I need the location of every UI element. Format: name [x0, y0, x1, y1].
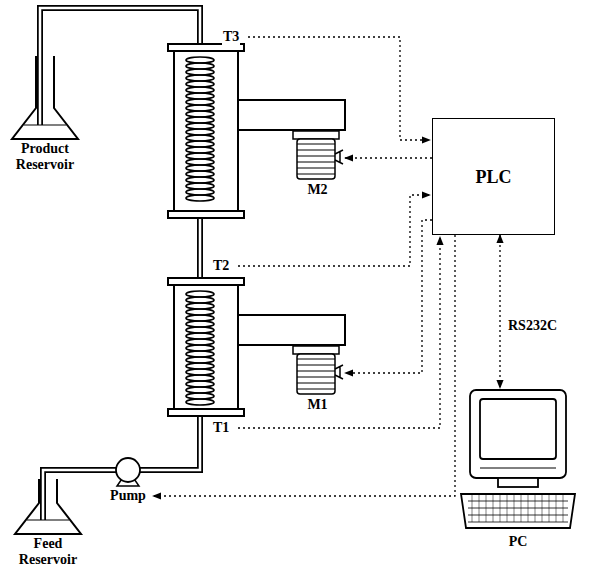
sensor-label: T3 — [222, 29, 240, 45]
reactor-frame — [168, 44, 345, 218]
feed-reservoir: Feed Reservoir — [7, 478, 89, 568]
computer — [458, 388, 578, 534]
motor-unit: M2 — [290, 130, 345, 198]
edge-label: RS232C — [507, 318, 558, 334]
computer-unit: PC — [458, 388, 578, 550]
motor — [290, 130, 345, 182]
signal-connector — [345, 220, 432, 373]
node-label: Pump — [103, 488, 153, 504]
heating-coil — [186, 57, 214, 405]
tubing — [40, 8, 200, 520]
node-label: PLC — [476, 167, 512, 187]
sensor-label: T2 — [212, 258, 230, 274]
signal-connector — [499, 235, 500, 388]
node-label: PC — [458, 534, 578, 550]
motor-unit: M1 — [290, 345, 345, 413]
sensor-label: T1 — [212, 420, 230, 436]
signal-connector — [153, 235, 455, 496]
node-label: Product Reservoir — [4, 141, 86, 173]
node-label: M2 — [290, 182, 345, 198]
pump-symbol — [103, 454, 153, 488]
flask — [9, 55, 81, 141]
node-label: Feed Reservoir — [7, 536, 89, 568]
node-label: M1 — [290, 397, 345, 413]
reactor-frame — [168, 278, 345, 416]
product-reservoir: Product Reservoir — [4, 55, 86, 173]
motor — [290, 345, 345, 397]
sensor-signal-line — [238, 37, 440, 428]
flask — [12, 478, 84, 536]
plc-box: PLC — [432, 118, 555, 235]
signal-connector — [345, 157, 432, 158]
pump: Pump — [103, 454, 153, 504]
